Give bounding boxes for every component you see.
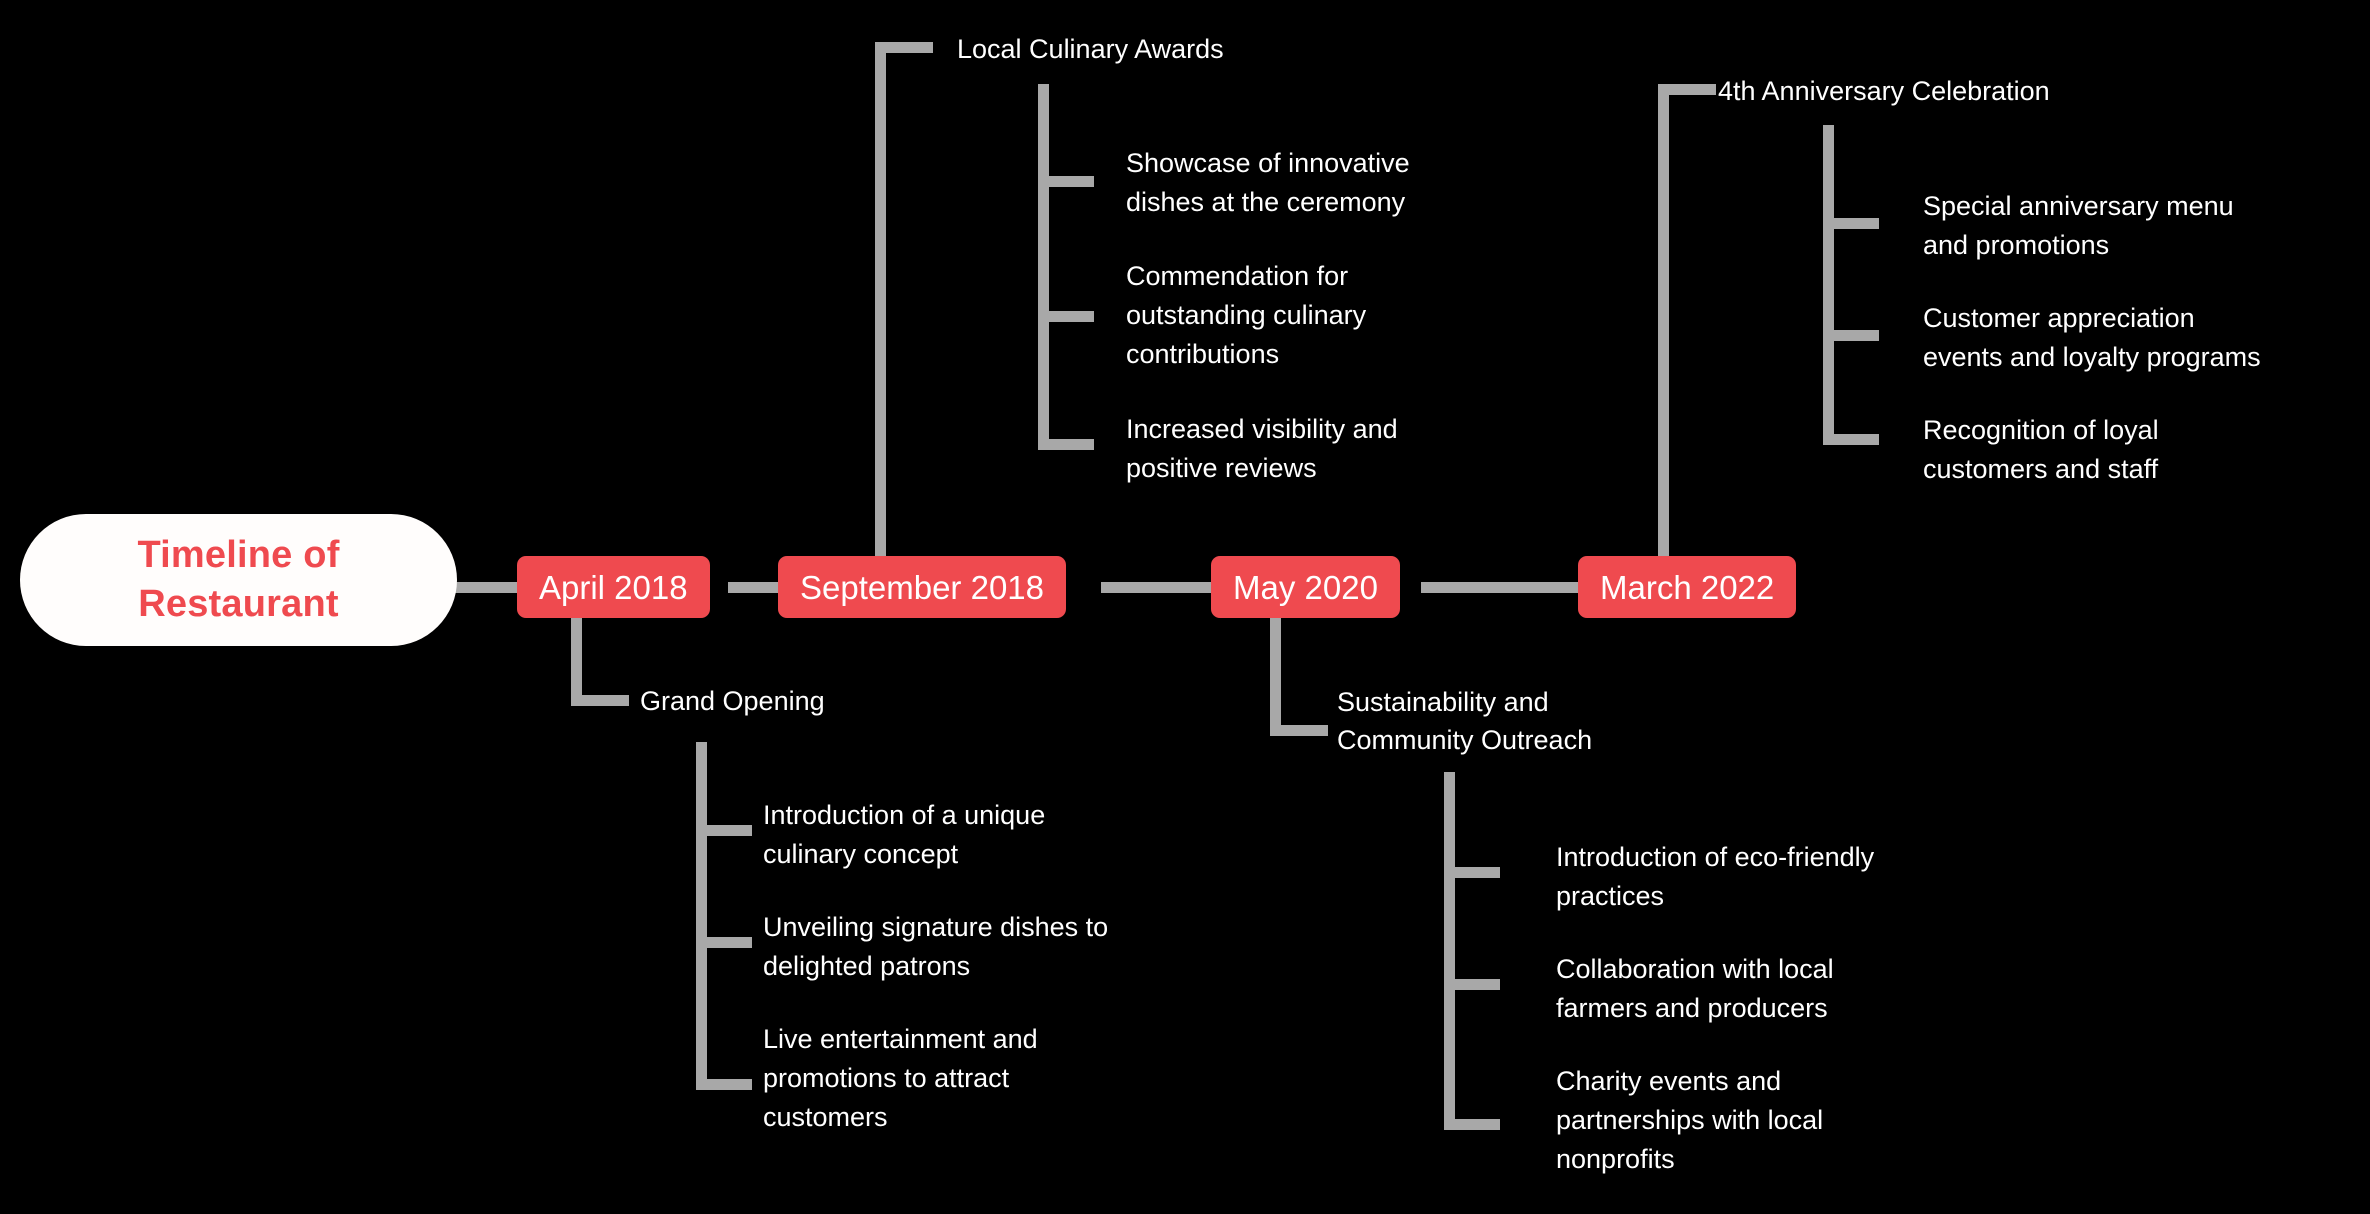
leaf-stub-may-3	[1444, 1119, 1500, 1130]
leaf-stub-april-3	[696, 1079, 752, 1090]
era-node-april-2018[interactable]: April 2018	[517, 556, 710, 618]
leaf-september-2: Commendation for outstanding culinary co…	[1126, 261, 1367, 369]
leaf-september-1: Showcase of innovative dishes at the cer…	[1126, 148, 1410, 217]
trunk-segment-root-to-april	[455, 582, 517, 593]
branch-riser-september	[875, 42, 886, 556]
branch-title-4th-anniversary: 4th Anniversary Celebration	[1718, 76, 2050, 106]
leaf-stub-september-2	[1038, 311, 1094, 322]
leaf-stub-may-1	[1444, 867, 1500, 878]
leaf-stub-april-2	[696, 937, 752, 948]
era-node-label: May 2020	[1233, 568, 1378, 606]
leaf-stub-march-2	[1823, 330, 1879, 341]
branch-elbow-may	[1270, 725, 1328, 736]
branch-title-grand-opening: Grand Opening	[640, 686, 825, 716]
trunk-segment-may-to-march	[1421, 582, 1578, 593]
leaf-may-1: Introduction of eco-friendly practices	[1556, 842, 1875, 911]
leaf-april-3: Live entertainment and promotions to att…	[763, 1024, 1038, 1132]
branch-riser-march	[1658, 84, 1669, 556]
leaf-stub-march-3	[1823, 434, 1879, 445]
leaf-stub-march-1	[1823, 218, 1879, 229]
branch-title-sustainability: Sustainability and Community Outreach	[1337, 687, 1593, 756]
branch-elbow-april	[571, 695, 629, 706]
leaf-september-3: Increased visibility and positive review…	[1126, 414, 1398, 483]
leaf-stub-may-2	[1444, 979, 1500, 990]
leaf-march-2: Customer appreciation events and loyalty…	[1923, 303, 2261, 372]
leaf-spine-may	[1444, 772, 1455, 1130]
leaf-april-2: Unveiling signature dishes to delighted …	[763, 912, 1109, 981]
trunk-segment-september-to-may	[1101, 582, 1211, 593]
leaf-stub-september-3	[1038, 439, 1094, 450]
branch-drop-may	[1270, 618, 1281, 736]
leaf-march-3: Recognition of loyal customers and staff	[1923, 415, 2159, 484]
root-node[interactable]: Timeline of Restaurant	[20, 514, 457, 646]
era-node-may-2020[interactable]: May 2020	[1211, 556, 1400, 618]
era-node-label: March 2022	[1600, 568, 1775, 606]
leaf-spine-march	[1823, 125, 1834, 445]
leaf-spine-april	[696, 742, 707, 1090]
era-node-march-2022[interactable]: March 2022	[1578, 556, 1797, 618]
branch-drop-april	[571, 618, 582, 706]
era-node-september-2018[interactable]: September 2018	[778, 556, 1067, 618]
era-node-label: April 2018	[539, 568, 688, 606]
branch-title-local-culinary-awards: Local Culinary Awards	[957, 34, 1224, 64]
leaf-stub-september-1	[1038, 176, 1094, 187]
leaf-may-3: Charity events and partnerships with loc…	[1556, 1066, 1824, 1174]
trunk-segment-april-to-september	[728, 582, 778, 593]
leaf-march-1: Special anniversary menu and promotions	[1923, 191, 2234, 260]
leaf-april-1: Introduction of a unique culinary concep…	[763, 800, 1046, 869]
leaf-stub-april-1	[696, 825, 752, 836]
branch-elbow-september	[875, 42, 933, 53]
root-node-label: Timeline of Restaurant	[137, 534, 340, 625]
leaf-may-2: Collaboration with local farmers and pro…	[1556, 954, 1834, 1023]
leaf-spine-september	[1038, 84, 1049, 450]
branch-elbow-march	[1658, 84, 1716, 95]
era-node-label: September 2018	[800, 568, 1045, 606]
